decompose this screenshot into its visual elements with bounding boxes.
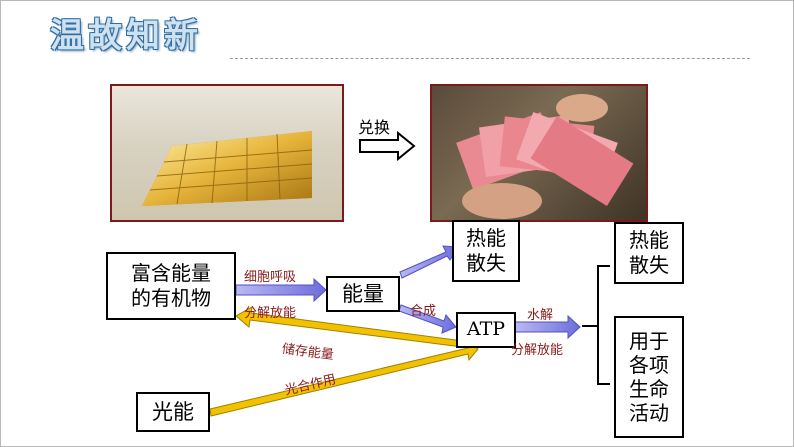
life-activities-line4: 活动 (629, 401, 669, 425)
light-energy-box: 光能 (136, 392, 210, 432)
energy-label: 能量 (342, 281, 384, 306)
energy-box: 能量 (326, 276, 400, 312)
title-rule (230, 58, 750, 59)
heat-loss-1-line2: 散失 (466, 251, 506, 275)
photosynthesis-arrow (209, 339, 479, 417)
gold-bars-image (110, 84, 344, 222)
organic-matter-line2: 的有机物 (131, 286, 211, 310)
heat-loss-box-1: 热能 散失 (452, 220, 520, 282)
organic-matter-line1: 富含能量 (131, 261, 211, 285)
hydrolysis-arrow (514, 314, 581, 340)
heat-loss-box-2: 热能 散失 (614, 222, 684, 284)
life-activities-line3: 生命 (629, 377, 669, 401)
slide-title: 温故知新 (50, 16, 202, 56)
atp-box: ATP (456, 312, 516, 348)
label-synthesis: 合成 (410, 304, 437, 319)
heat-loss-2-line2: 散失 (629, 253, 669, 277)
atp-label: ATP (466, 318, 506, 341)
label-decompose-release-2: 分解放能 (511, 343, 564, 358)
energy-to-heat-arrow (399, 245, 459, 279)
exchange-label: 兑换 (358, 118, 391, 137)
label-decompose-release-1: 分解放能 (244, 306, 297, 321)
light-energy-label: 光能 (152, 399, 194, 424)
banknotes-fan (456, 94, 634, 219)
label-respiration: 细胞呼吸 (244, 270, 297, 285)
life-activities-box: 用于 各项 生命 活动 (614, 316, 684, 438)
store-energy-arrow (235, 306, 472, 349)
organic-matter-box: 富含能量 的有机物 (106, 252, 236, 320)
bracket (582, 265, 610, 385)
heat-loss-1-line1: 热能 (466, 226, 506, 250)
label-hydrolysis: 水解 (527, 308, 554, 323)
life-activities-line1: 用于 (629, 329, 669, 353)
exchange-arrow (359, 130, 416, 162)
life-activities-line2: 各项 (629, 353, 669, 377)
gold-bars-stack (142, 131, 313, 206)
energy-to-atp-arrow (398, 304, 457, 334)
heat-loss-2-line1: 热能 (629, 228, 669, 252)
banknotes-image (430, 84, 648, 222)
respiration-arrow (235, 277, 327, 303)
